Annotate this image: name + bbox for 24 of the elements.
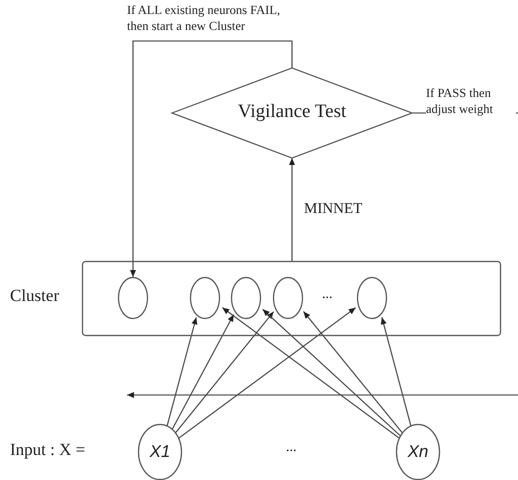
decision-label: Vigilance Test xyxy=(236,101,348,123)
arrow xyxy=(380,317,412,426)
neuron-circle xyxy=(118,277,148,319)
cluster-label: Cluster xyxy=(10,286,60,306)
row-label: Input : X = xyxy=(10,440,86,460)
arrow xyxy=(166,317,198,426)
arrow xyxy=(289,158,295,261)
arrow xyxy=(222,307,400,438)
edge-label: If PASS then adjust weight xyxy=(426,86,516,118)
neuron-circle xyxy=(190,277,220,319)
ellipsis-label: ... xyxy=(322,287,332,303)
ellipsis-label: ... xyxy=(286,440,296,456)
neuron-circle xyxy=(231,277,261,319)
arrow xyxy=(303,311,403,433)
arrow xyxy=(175,311,274,433)
neuron-circle xyxy=(273,277,303,319)
arrow xyxy=(178,307,356,438)
input-label: X1 xyxy=(148,442,172,462)
arrow xyxy=(172,314,234,430)
arrow xyxy=(262,308,401,436)
input-label: Xn xyxy=(406,442,430,462)
arrow xyxy=(130,40,293,277)
neuron-circle xyxy=(357,277,387,319)
decision-diamond xyxy=(172,68,412,158)
